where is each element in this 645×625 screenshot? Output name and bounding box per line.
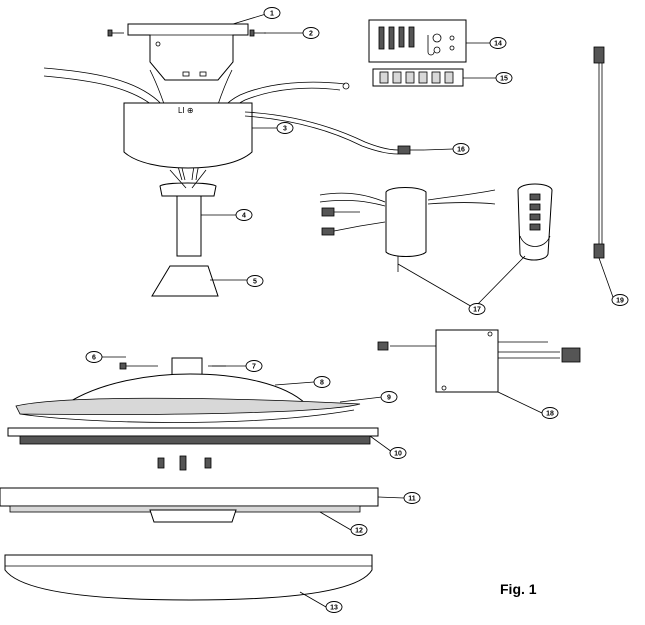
callout-circle	[611, 294, 629, 306]
callout-14: 14	[489, 37, 507, 49]
callout-circle	[276, 122, 294, 134]
antenna-wire	[593, 46, 605, 259]
canopy-lead-wire	[244, 111, 424, 155]
callout-circle	[468, 303, 486, 315]
callout-circle	[313, 376, 331, 388]
callout-number: 1	[270, 11, 274, 18]
callout-circle	[85, 351, 103, 363]
callout-circle	[235, 209, 253, 221]
callout-17: 17	[468, 303, 486, 315]
callout-number: 15	[500, 76, 508, 83]
downrod-cover	[151, 265, 219, 297]
callout-15: 15	[495, 72, 513, 84]
callout-circle	[302, 27, 320, 39]
glass-diffuser	[4, 554, 373, 601]
callout-6: 6	[85, 351, 103, 363]
callout-19: 19	[611, 294, 629, 306]
callout-number: 18	[546, 411, 554, 418]
callout-number: 16	[457, 147, 465, 154]
callout-circle	[495, 72, 513, 84]
callout-circle	[350, 524, 368, 536]
mounting-bracket	[127, 23, 249, 81]
svg-text:LI ⊕: LI ⊕	[178, 106, 194, 115]
wire-nut-strip	[372, 68, 464, 87]
figure-label: Fig. 1	[500, 581, 537, 597]
callout-18: 18	[541, 407, 559, 419]
led-light-plate	[0, 487, 379, 523]
callout-number: 9	[387, 395, 391, 402]
led-driver-box	[377, 329, 581, 393]
callout-7: 7	[245, 360, 263, 372]
callout-circle	[245, 360, 263, 372]
callout-number: 7	[252, 364, 256, 371]
callout-5: 5	[246, 275, 264, 287]
remote-control	[517, 183, 553, 261]
callout-1: 1	[263, 7, 281, 19]
callout-8: 8	[313, 376, 331, 388]
callout-number: 2	[309, 31, 313, 38]
callout-circle	[389, 447, 407, 459]
callout-12: 12	[350, 524, 368, 536]
callout-number: 19	[616, 298, 624, 305]
callout-circle	[452, 143, 470, 155]
callout-3: 3	[276, 122, 294, 134]
callout-number: 13	[330, 605, 338, 612]
callout-4: 4	[235, 209, 253, 221]
leader-lines	[102, 13, 615, 608]
callout-circle	[380, 391, 398, 403]
callout-circle	[325, 601, 343, 613]
callout-2: 2	[302, 27, 320, 39]
fan-motor-assembly	[7, 357, 379, 471]
callout-number: 12	[355, 528, 363, 535]
callout-11: 11	[403, 492, 421, 504]
callout-circle	[263, 7, 281, 19]
callout-number: 14	[494, 41, 502, 48]
downrod	[159, 169, 217, 257]
callout-number: 10	[394, 451, 402, 458]
callout-10: 10	[389, 447, 407, 459]
callout-circle	[403, 492, 421, 504]
canopy: LI ⊕	[123, 102, 253, 169]
callout-16: 16	[452, 143, 470, 155]
callout-number: 11	[408, 496, 416, 503]
hardware-kit	[368, 19, 467, 63]
receiver-unit	[319, 187, 496, 272]
callout-number: 17	[473, 307, 481, 314]
callout-circle	[541, 407, 559, 419]
callout-circle	[246, 275, 264, 287]
callout-number: 4	[242, 213, 246, 220]
callout-9: 9	[380, 391, 398, 403]
callout-number: 6	[92, 355, 96, 362]
callout-number: 5	[253, 279, 257, 286]
callout-number: 3	[283, 126, 287, 133]
callout-number: 8	[320, 380, 324, 387]
callout-13: 13	[325, 601, 343, 613]
callout-circle	[489, 37, 507, 49]
